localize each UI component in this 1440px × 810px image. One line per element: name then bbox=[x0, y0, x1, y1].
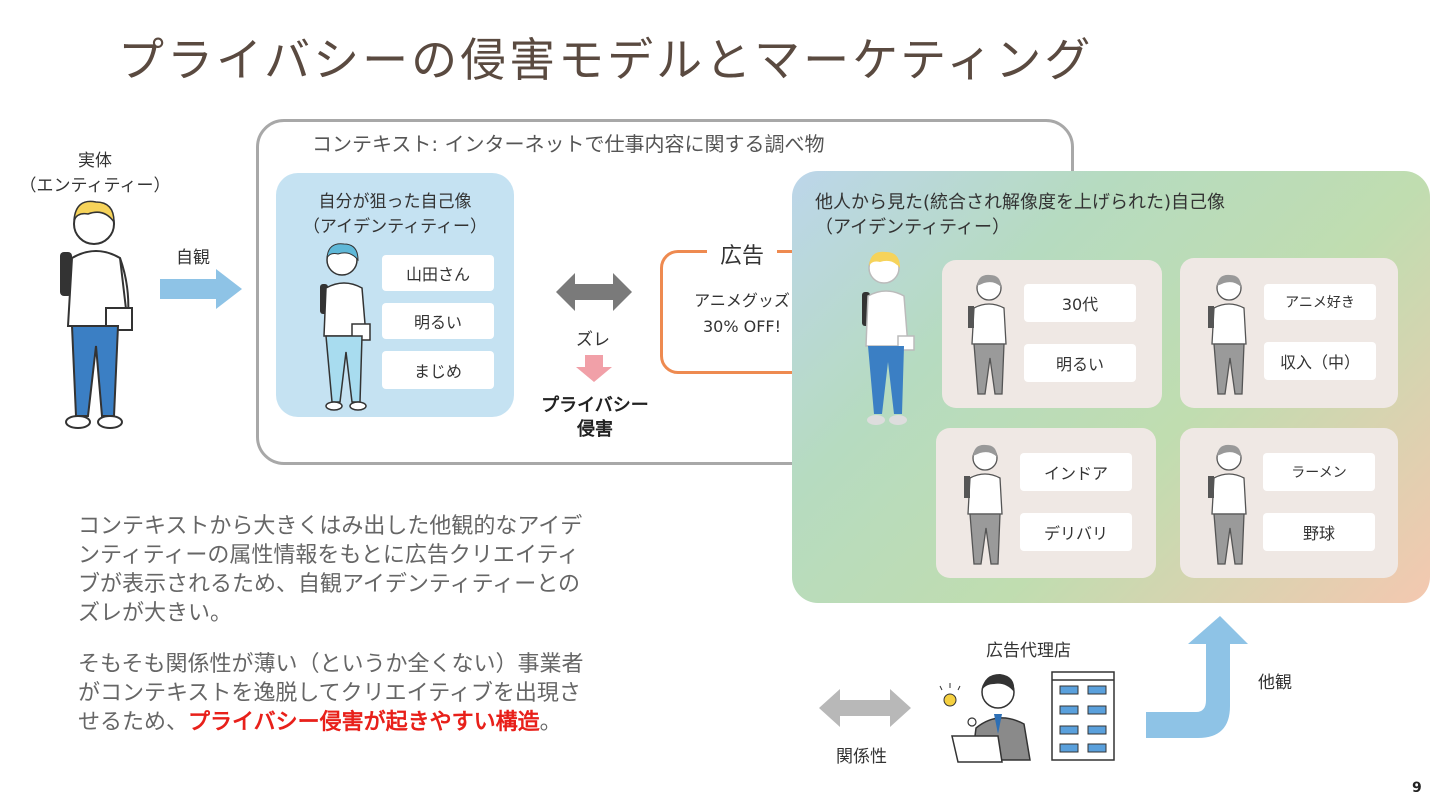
card-person-icon bbox=[1208, 444, 1247, 565]
self-tag-name: 山田さん bbox=[382, 255, 494, 291]
body-line: ブが表示されるため、自観アイデンティティーとの bbox=[78, 572, 581, 597]
other-identity-title-line2: （アイデンティティー） bbox=[815, 217, 1010, 238]
highlight-text: プライバシー侵害が起きやすい構造 bbox=[188, 710, 540, 735]
ad-text-line1: アニメグッズ bbox=[694, 291, 790, 310]
other-tag: ラーメン bbox=[1263, 453, 1375, 491]
privacy-infringement-label: プライバシー 侵害 bbox=[526, 394, 664, 442]
privacy-label-line2: 侵害 bbox=[577, 419, 613, 440]
other-tag: アニメ好き bbox=[1264, 284, 1376, 320]
ad-agency-person-icon bbox=[939, 674, 1031, 763]
building-icon bbox=[1051, 671, 1115, 761]
ad-text-line2: 30% OFF! bbox=[702, 317, 782, 336]
body-paragraph-2: そもそも関係性が薄い（というか全くない）事業者 がコンテキストを逸脱してクリエイ… bbox=[78, 650, 638, 737]
ad-agency-label: 広告代理店 bbox=[986, 641, 1071, 661]
self-identity-title-line1: 自分が狙った自己像 bbox=[318, 192, 472, 212]
self-identity-title: 自分が狙った自己像 （アイデンティティー） bbox=[278, 190, 512, 240]
self-tag-serious: まじめ bbox=[382, 351, 494, 389]
entity-person-icon bbox=[60, 200, 133, 429]
relation-arrow-icon bbox=[819, 689, 911, 727]
body-line: そもそも関係性が薄い（というか全くない）事業者 bbox=[78, 652, 584, 677]
gap-arrow-icon bbox=[556, 273, 632, 311]
other-tag: 30代 bbox=[1024, 284, 1136, 322]
down-arrow-icon bbox=[576, 355, 612, 382]
other-view-arrow-icon bbox=[1146, 616, 1248, 738]
privacy-label-line1: プライバシー bbox=[541, 395, 649, 416]
body-line: ンティティーの属性情報をもとに広告クリエイティ bbox=[78, 543, 580, 568]
body-line: ズレが大きい。 bbox=[78, 601, 233, 626]
self-identity-title-line2: （アイデンティティー） bbox=[302, 217, 488, 237]
other-tag: インドア bbox=[1020, 453, 1132, 491]
entity-label-line1: 実体 bbox=[78, 151, 112, 171]
other-tag: デリバリ bbox=[1020, 513, 1132, 551]
body-line: がコンテキストを逸脱してクリエイティブを出現さ bbox=[78, 681, 581, 706]
other-identity-title-line1: 他人から見た(統合され解像度を上げられた)自己像 bbox=[815, 192, 1226, 213]
other-identity-title: 他人から見た(統合され解像度を上げられた)自己像 （アイデンティティー） bbox=[815, 190, 1225, 240]
self-tag-bright: 明るい bbox=[382, 303, 494, 339]
ad-text: アニメグッズ 30% OFF! bbox=[662, 288, 822, 340]
self-view-label: 自観 bbox=[176, 248, 210, 268]
body-paragraph-1: コンテキストから大きくはみ出した他観的なアイデ ンティティーの属性情報をもとに広… bbox=[78, 512, 638, 628]
ad-label: 広告 bbox=[707, 238, 777, 270]
card-person-icon bbox=[1208, 274, 1247, 395]
self-view-arrow-icon bbox=[160, 269, 242, 309]
card-person-icon bbox=[964, 444, 1003, 565]
other-view-label: 他観 bbox=[1258, 673, 1292, 693]
gap-label: ズレ bbox=[576, 330, 610, 350]
page-number: 9 bbox=[1412, 780, 1422, 796]
relation-label: 関係性 bbox=[836, 747, 887, 767]
page-title: プライバシーの侵害モデルとマーケティング bbox=[118, 33, 1094, 87]
body-line-3: せるため、プライバシー侵害が起きやすい構造。 bbox=[78, 708, 638, 737]
body-text-segment: 。 bbox=[539, 710, 562, 735]
other-tag: 野球 bbox=[1263, 513, 1375, 551]
other-tag: 収入（中） bbox=[1264, 342, 1376, 380]
body-line: コンテキストから大きくはみ出した他観的なアイデ bbox=[78, 514, 583, 539]
entity-label: 実体 （エンティティー） bbox=[10, 149, 180, 199]
self-person-icon bbox=[320, 243, 371, 411]
card-person-icon bbox=[968, 274, 1007, 395]
context-title: コンテキスト: インターネットで仕事内容に関する調べ物 bbox=[312, 132, 825, 156]
entity-label-line2: （エンティティー） bbox=[19, 176, 171, 196]
other-person-icon bbox=[862, 251, 915, 425]
other-tag: 明るい bbox=[1024, 344, 1136, 382]
body-text-segment: せるため、 bbox=[78, 710, 189, 735]
